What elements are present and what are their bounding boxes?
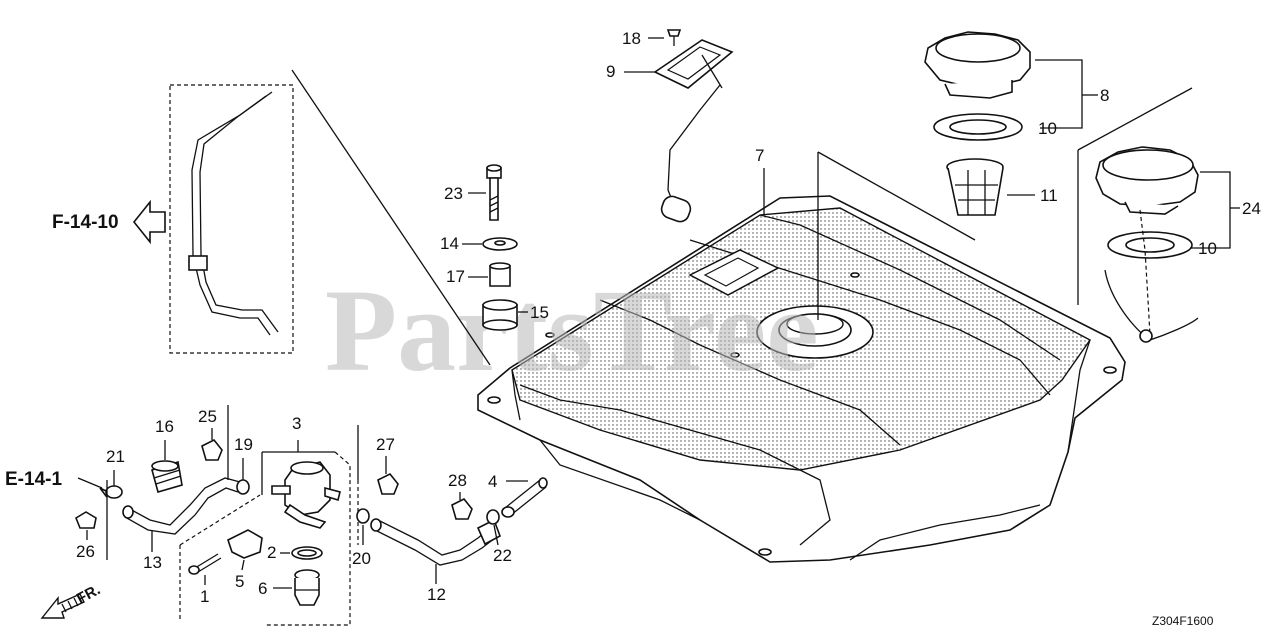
fuel-cup[interactable] [294, 569, 320, 606]
fuel-tank[interactable] [477, 195, 1126, 563]
rubber-mount[interactable] [482, 299, 518, 331]
o-ring[interactable] [291, 546, 323, 560]
label-24: 24 [1242, 199, 1261, 218]
label-28: 28 [448, 471, 467, 490]
label-18: 18 [622, 29, 641, 48]
flange-bolt[interactable] [486, 164, 502, 221]
collar[interactable] [489, 262, 511, 287]
label-10b: 10 [1198, 239, 1217, 258]
fuel-hose-13[interactable] [122, 477, 241, 535]
fuel-cock[interactable] [271, 461, 341, 529]
label-26: 26 [76, 542, 95, 561]
label-8: 8 [1100, 86, 1109, 105]
breather-tube[interactable] [188, 91, 279, 336]
label-17: 17 [446, 267, 465, 286]
watermark-text: PartsTree [325, 265, 819, 396]
label-15: 15 [530, 303, 549, 322]
label-11: 11 [1040, 186, 1058, 205]
breather-tube-frame [169, 84, 294, 354]
label-19: 19 [234, 435, 253, 454]
hose-clip-27[interactable] [377, 472, 399, 495]
fuel-gauge[interactable] [653, 39, 734, 224]
label-2: 2 [267, 543, 276, 562]
ref-e-14-1[interactable]: E-14-1 [5, 469, 62, 490]
diagram-code: Z304F1600 [1152, 614, 1214, 628]
label-4: 4 [488, 472, 497, 491]
front-direction-arrow [40, 593, 85, 619]
reference-arrow-f[interactable] [132, 199, 166, 245]
washer[interactable] [482, 237, 518, 251]
fuel-cap[interactable] [924, 31, 1031, 99]
label-6: 6 [258, 579, 267, 598]
cock-screw[interactable] [188, 553, 222, 575]
hose-clip-25[interactable] [201, 438, 223, 461]
hose-clip-28[interactable] [451, 497, 473, 520]
fuel-hose-12[interactable] [370, 518, 501, 566]
gasket-with-chain[interactable] [1104, 209, 1199, 343]
label-10a: 10 [1038, 119, 1057, 138]
label-5: 5 [235, 572, 244, 591]
label-22: 22 [493, 546, 512, 565]
hose-clip-19[interactable] [236, 479, 250, 495]
label-27: 27 [376, 435, 395, 454]
fuel-strainer[interactable] [946, 158, 1004, 216]
hose-clip-20[interactable] [356, 508, 370, 524]
label-21: 21 [106, 447, 125, 466]
label-20: 20 [352, 549, 371, 568]
hose-clip-21[interactable] [105, 485, 123, 499]
fuel-cock-lever[interactable] [227, 529, 263, 559]
fuel-joint[interactable] [501, 477, 548, 518]
label-12: 12 [427, 585, 446, 604]
alternate-fuel-cap[interactable] [1095, 146, 1199, 215]
hose-clip-22[interactable] [486, 509, 500, 525]
ref-f-14-10[interactable]: F-14-10 [52, 212, 119, 233]
label-13: 13 [143, 553, 162, 572]
label-23: 23 [444, 184, 463, 203]
label-14: 14 [440, 234, 459, 253]
label-16: 16 [155, 417, 174, 436]
label-25: 25 [198, 407, 217, 426]
grommet-16[interactable] [151, 460, 183, 493]
label-3: 3 [292, 414, 301, 433]
cap-gasket[interactable] [933, 113, 1023, 141]
label-9: 9 [606, 62, 615, 81]
gauge-screw[interactable] [666, 29, 682, 46]
hose-clip-26[interactable] [75, 511, 97, 529]
label-1: 1 [200, 587, 209, 606]
label-7: 7 [755, 146, 764, 165]
